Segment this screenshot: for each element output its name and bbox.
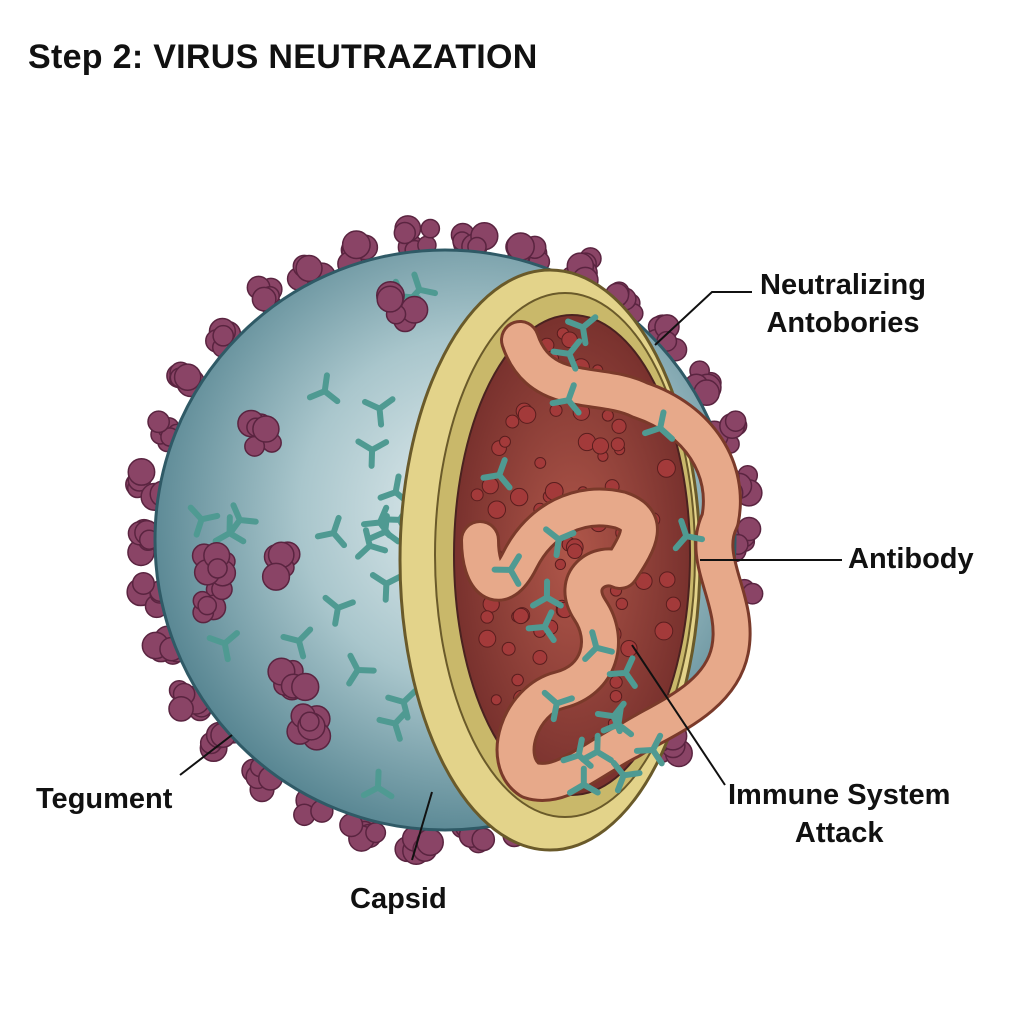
diagram-title: Step 2: VIRUS NEUTRAZATION xyxy=(28,38,538,76)
antibody-y xyxy=(212,514,247,545)
antibody-y xyxy=(525,609,557,644)
antibody-y xyxy=(369,572,404,603)
granule xyxy=(490,694,502,706)
granule xyxy=(534,456,547,469)
label-neutralizing-antibodies: Neutralizing Antobories xyxy=(760,266,926,342)
granule xyxy=(591,437,610,455)
antibody-y xyxy=(566,765,601,796)
antibody-y xyxy=(541,689,575,723)
antibody-y xyxy=(633,732,665,767)
antibody-y xyxy=(322,594,356,627)
label-line: Immune System xyxy=(728,779,951,811)
granule xyxy=(487,500,507,519)
antibody-y xyxy=(480,457,513,491)
antibody-y xyxy=(362,396,396,428)
antibody-y xyxy=(385,687,419,721)
granule xyxy=(532,650,548,665)
antibody-y xyxy=(355,438,390,469)
label-tegument: Tegument xyxy=(36,783,173,815)
antibody-y xyxy=(360,504,393,539)
antibody-y xyxy=(543,526,577,559)
label-line: Neutralizing xyxy=(760,269,926,301)
granule xyxy=(470,488,484,502)
label-line: Antobories xyxy=(766,307,920,339)
granule xyxy=(620,639,638,658)
spike-protein xyxy=(375,280,429,333)
granule xyxy=(512,607,529,625)
granule xyxy=(658,571,676,588)
antibody-y xyxy=(314,514,348,549)
antibody-y xyxy=(530,578,564,609)
antibody-y xyxy=(672,517,706,552)
granule xyxy=(567,543,583,560)
antibody-y xyxy=(491,553,522,587)
granule xyxy=(654,621,674,641)
granule xyxy=(656,458,676,478)
antibody-y xyxy=(550,338,583,372)
granule xyxy=(499,435,511,448)
leader-lines xyxy=(179,291,842,861)
granule xyxy=(549,403,563,417)
granule xyxy=(511,673,524,687)
antibody-y xyxy=(580,732,614,764)
granule xyxy=(665,596,681,612)
antibody-y xyxy=(594,700,627,735)
spike-protein xyxy=(237,409,282,457)
antibody-y xyxy=(610,759,643,794)
antibody-y xyxy=(606,655,638,689)
antibody-y xyxy=(549,382,582,416)
granule xyxy=(610,437,625,452)
spike-protein xyxy=(337,230,379,277)
antibody-y xyxy=(206,630,240,663)
granule xyxy=(505,414,520,429)
antibody-y xyxy=(360,768,395,800)
antibody-y xyxy=(346,652,377,687)
label-capsid: Capsid xyxy=(350,883,447,915)
spike-protein xyxy=(604,281,644,324)
antibody-y xyxy=(642,409,676,442)
genome-strand xyxy=(460,320,752,802)
granule xyxy=(611,418,627,434)
spike-protein xyxy=(394,825,444,866)
label-line: Attack xyxy=(794,817,884,849)
granule xyxy=(509,487,529,507)
granule xyxy=(478,629,497,648)
spike-protein xyxy=(191,541,237,587)
antibodies xyxy=(187,271,439,800)
granule xyxy=(609,675,623,689)
antibodies-front xyxy=(480,314,706,796)
antibody-y xyxy=(187,504,221,538)
granule xyxy=(517,405,537,424)
granule xyxy=(615,597,629,611)
antibody-y xyxy=(582,629,615,663)
antibody-y xyxy=(280,626,314,660)
spike-protein xyxy=(261,541,301,591)
label-immune-system-attack: Immune System Attack xyxy=(728,776,950,852)
granule xyxy=(609,689,623,703)
label-antibody: Antibody xyxy=(848,543,974,575)
spike-protein xyxy=(166,361,206,398)
spike-protein xyxy=(286,703,332,751)
antibody-y xyxy=(306,372,341,405)
spike-protein xyxy=(267,657,320,702)
antibody-y xyxy=(565,314,599,347)
granule xyxy=(480,610,494,624)
granule xyxy=(501,641,516,656)
granule xyxy=(554,558,567,571)
